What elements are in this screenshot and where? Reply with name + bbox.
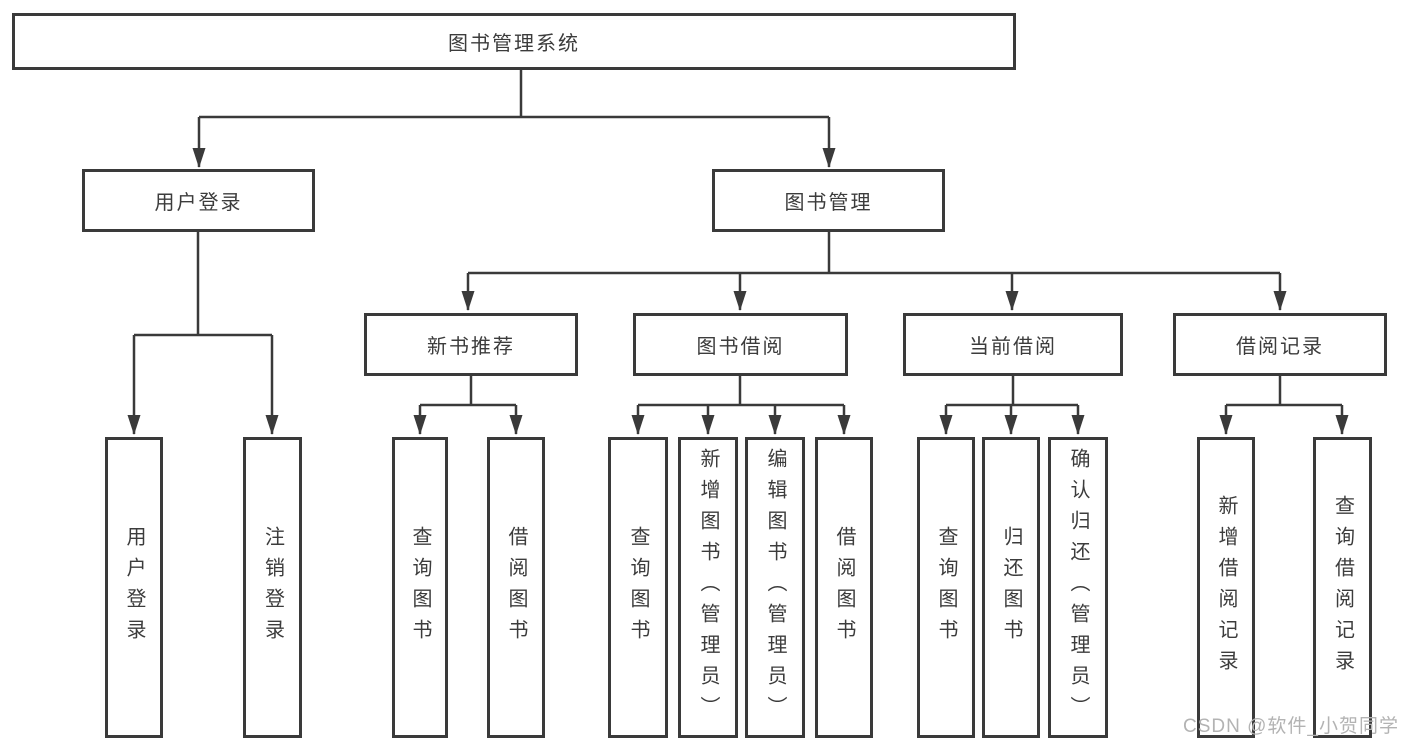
node-label: 编辑图书（管理员） <box>764 448 786 727</box>
node-borrowing-records: 借阅记录 <box>1173 313 1387 376</box>
node-label: 用户登录 <box>123 525 145 650</box>
node-current-borrowing: 当前借阅 <box>903 313 1123 376</box>
edge-records-trunk <box>1226 376 1342 407</box>
node-new-book-recommend: 新书推荐 <box>364 313 578 376</box>
edge-book-borrow-trunk <box>638 376 844 407</box>
leaf-return-books: 归还图书 <box>982 437 1040 738</box>
node-label: 新增借阅记录 <box>1215 494 1237 681</box>
leaf-query-books-borrow: 查询图书 <box>608 437 668 738</box>
edge-current-borrow-trunk <box>946 376 1078 407</box>
node-label: 注销登录 <box>261 525 284 650</box>
edge-new-book-trunk <box>420 376 516 407</box>
edge-user-login-trunk <box>134 232 272 337</box>
node-label: 借阅图书 <box>833 525 855 650</box>
edge-book-management-trunk <box>468 232 1280 275</box>
node-label: 新增图书（管理员） <box>697 448 719 727</box>
csdn-watermark: CSDN @软件_小贺同学 <box>1183 716 1399 737</box>
leaf-query-books-current: 查询图书 <box>917 437 975 738</box>
node-label: 确认归还（管理员） <box>1067 448 1089 727</box>
node-label: 新书推荐 <box>427 336 515 358</box>
node-label: 查询图书 <box>409 525 431 650</box>
leaf-borrow-books-recommend: 借阅图书 <box>487 437 545 738</box>
node-user-login: 用户登录 <box>82 169 315 232</box>
leaf-user-login: 用户登录 <box>105 437 163 738</box>
leaf-edit-book-admin: 编辑图书（管理员） <box>745 437 805 738</box>
node-book-management: 图书管理 <box>712 169 945 232</box>
leaf-confirm-return-admin: 确认归还（管理员） <box>1048 437 1108 738</box>
node-label: 查询图书 <box>935 525 957 650</box>
node-label: 借阅图书 <box>505 525 527 650</box>
node-label: 图书借阅 <box>696 336 785 358</box>
node-label: 借阅记录 <box>1236 336 1324 358</box>
leaf-logout: 注销登录 <box>243 437 302 738</box>
node-label: 查询借阅记录 <box>1331 494 1354 681</box>
leaf-borrow-books: 借阅图书 <box>815 437 873 738</box>
node-book-borrowing: 图书借阅 <box>633 313 848 376</box>
node-label: 图书管理系统 <box>448 33 580 55</box>
node-label: 归还图书 <box>1000 525 1022 650</box>
leaf-query-books-recommend: 查询图书 <box>392 437 448 738</box>
node-label: 查询图书 <box>627 525 649 650</box>
node-label: 当前借阅 <box>969 336 1057 358</box>
leaf-add-borrow-record: 新增借阅记录 <box>1197 437 1255 738</box>
edge-root-trunk <box>199 70 829 119</box>
node-label: 用户登录 <box>154 192 243 214</box>
node-label: 图书管理 <box>784 192 873 214</box>
leaf-add-book-admin: 新增图书（管理员） <box>678 437 738 738</box>
leaf-query-borrow-record: 查询借阅记录 <box>1313 437 1372 738</box>
node-book-management-system: 图书管理系统 <box>12 13 1016 70</box>
